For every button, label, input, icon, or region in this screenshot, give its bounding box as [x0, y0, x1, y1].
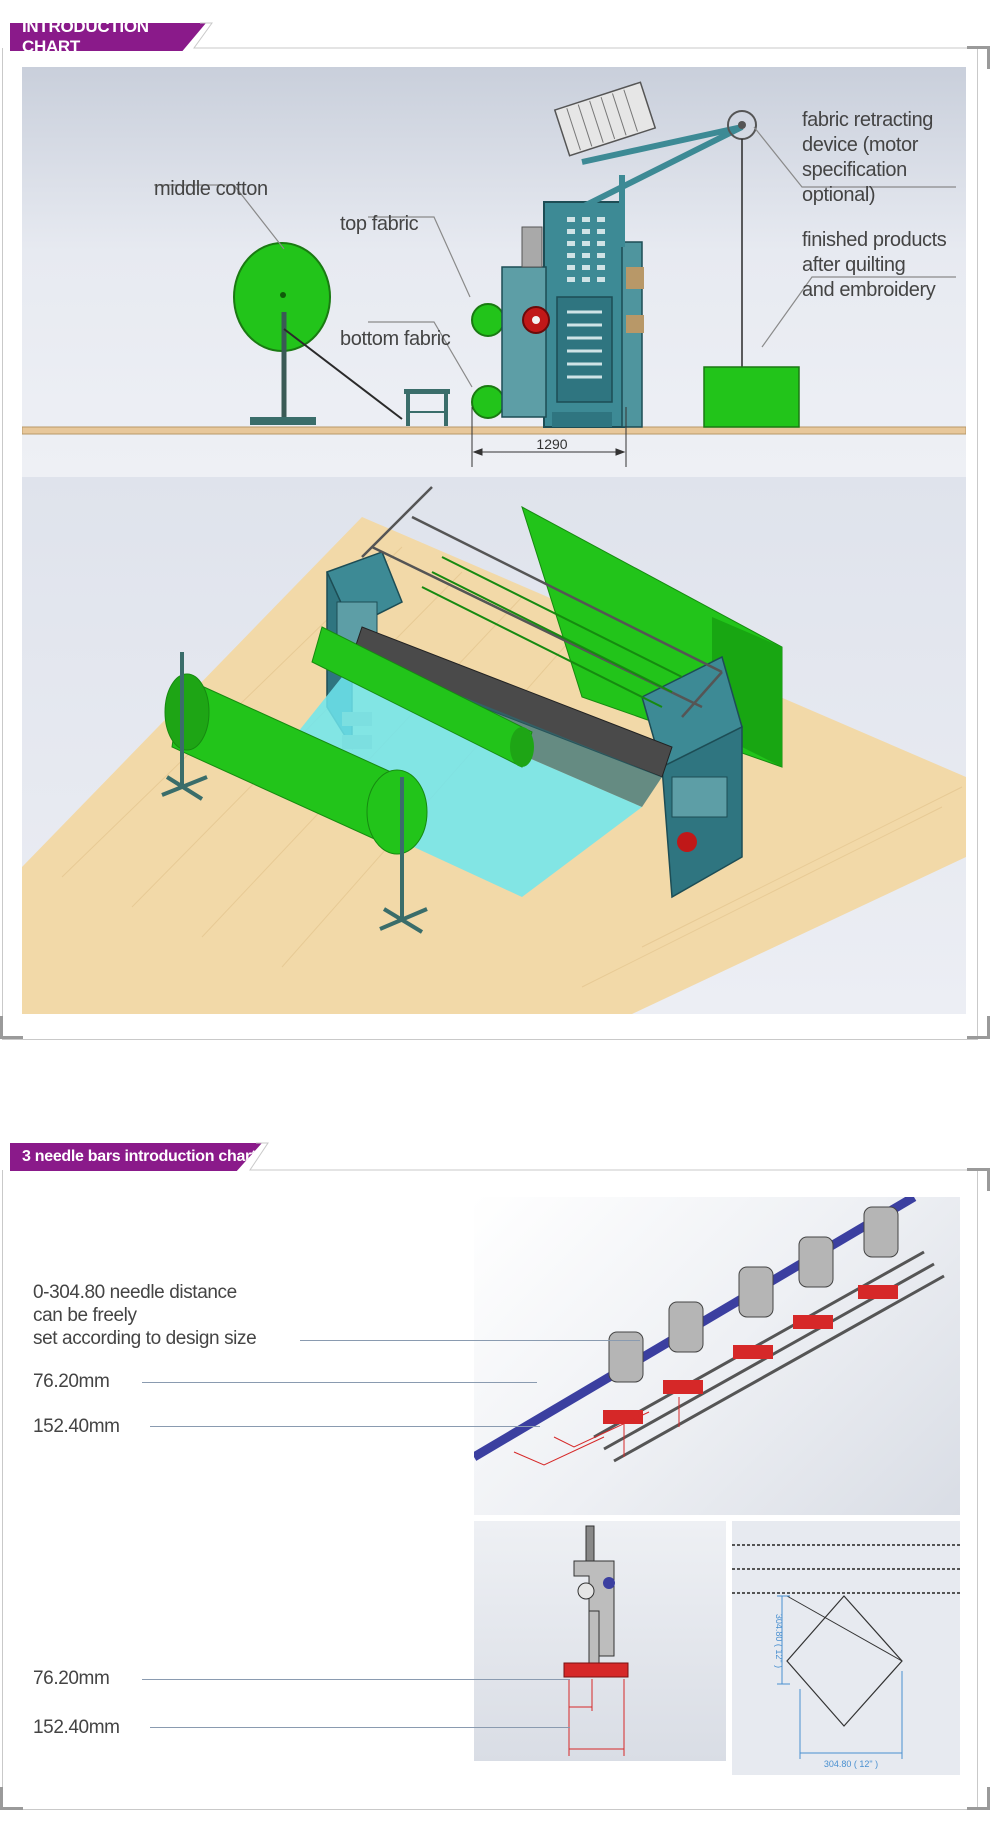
needle-bars-drawing: [471, 1193, 945, 1466]
frame-corner: [967, 1787, 990, 1810]
label-dim-15240-a: 152.40mm: [33, 1416, 120, 1437]
label-dim-7620-b: 76.20mm: [33, 1668, 110, 1689]
label-fabric-retracting: fabric retracting device (motor specific…: [802, 108, 933, 208]
dimension-1290: [471, 407, 627, 467]
label-line: can be freely: [33, 1305, 137, 1326]
label-line: fabric retracting: [802, 109, 934, 131]
front-green-roll: [164, 673, 428, 855]
label-top-fabric: top fabric: [340, 213, 419, 235]
label-finished-products: finished products after quilting and emb…: [802, 228, 947, 303]
machine-right-housing: [641, 655, 743, 899]
needle-bars-panel: [471, 1193, 960, 1515]
needle-head-panel: [474, 1521, 726, 1761]
label-line: optional): [802, 184, 876, 206]
section-tag-needle-bars: 3 needle bars introduction chart: [10, 1143, 262, 1171]
section1-frame: [2, 48, 978, 1040]
small-table: [404, 389, 450, 426]
middle-cotton-roll: [233, 242, 403, 425]
isometric-drawing: [22, 486, 966, 1014]
needle-head-drawing: [563, 1525, 629, 1756]
label-dim-15240-b: 152.40mm: [33, 1717, 120, 1738]
label-dim-7620-a: 76.20mm: [33, 1371, 110, 1392]
leader-line: [142, 1382, 537, 1383]
pattern-inset-panel: 304.80 ( 12" ) 304.80 ( 12" ): [732, 1521, 960, 1775]
section2-frame-top-line: [249, 1142, 978, 1171]
label-line: device (motor: [802, 134, 918, 156]
roll-stands: [161, 652, 428, 934]
leader-line: [300, 1340, 640, 1341]
frame-corner: [967, 1168, 990, 1191]
label-line: finished products: [802, 229, 947, 251]
leader-line: [150, 1426, 540, 1427]
label-line: set according to design size: [33, 1328, 257, 1349]
pattern-inset-drawing: 304.80 ( 12" ) 304.80 ( 12" ): [732, 1544, 960, 1769]
leader-line: [150, 1727, 570, 1728]
inset-horizontal-label: 304.80 ( 12" ): [824, 1759, 878, 1769]
frame-corner: [967, 46, 990, 69]
frame-corner: [0, 1016, 23, 1039]
section-tag-label: INTRODUCTION CHART: [22, 17, 149, 56]
frame-corner: [967, 1016, 990, 1039]
label-line: after quilting: [802, 254, 906, 276]
isometric-view-panel: [22, 477, 966, 1014]
leader-line: [142, 1679, 570, 1680]
label-line: 0-304.80 needle distance: [33, 1282, 237, 1303]
label-bottom-fabric: bottom fabric: [340, 328, 451, 350]
section-frame-top-line: [193, 22, 978, 49]
label-line: and embroidery: [802, 279, 936, 301]
middle-green-roll: [311, 626, 534, 768]
overhead-arm: [580, 124, 744, 247]
label-needle-distance: 0-304.80 needle distance can be freely s…: [33, 1281, 257, 1350]
side-view-panel: 1290: [21, 67, 967, 477]
machine-body: [501, 201, 644, 428]
label-line: specification: [802, 159, 907, 181]
inset-vertical-label: 304.80 ( 12" ): [774, 1614, 784, 1668]
section-tag-introduction: INTRODUCTION CHART: [10, 23, 206, 51]
dimension-1290-text: 1290: [536, 436, 567, 452]
section-tag-label: 3 needle bars introduction chart: [22, 1148, 257, 1165]
side-view-drawing: 1290: [21, 81, 967, 467]
label-middle-cotton: middle cotton: [154, 178, 268, 200]
section2-frame: [2, 1170, 978, 1810]
needle-heads: [603, 1206, 899, 1424]
fabric-feed-rack: [553, 81, 657, 157]
frame-corner: [0, 1787, 23, 1810]
